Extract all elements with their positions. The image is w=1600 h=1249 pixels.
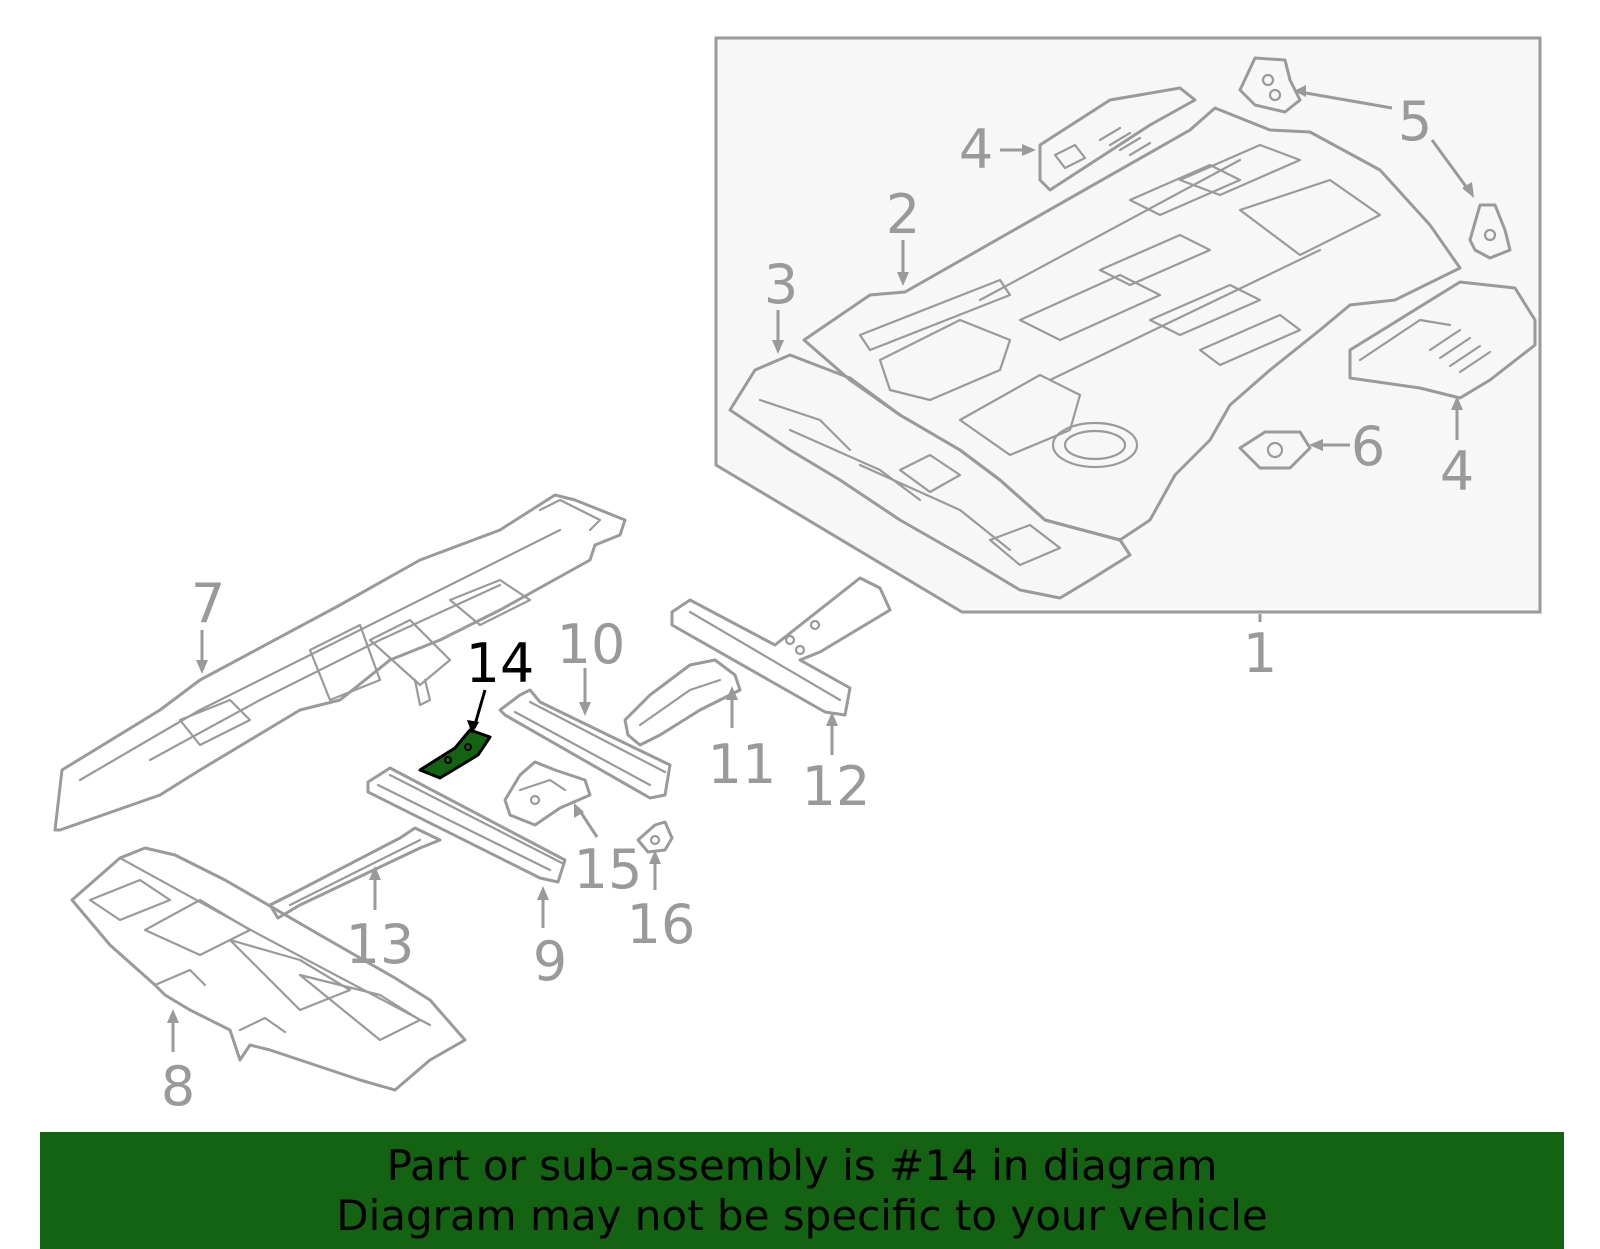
arrowhead-14 — [467, 720, 479, 734]
leader-5b — [1430, 139, 1472, 193]
callout-3: 3 — [764, 253, 798, 316]
part-15-bracket[interactable] — [503, 760, 592, 827]
part-6-plate[interactable] — [1238, 430, 1312, 470]
callout-5: 5 — [1398, 90, 1432, 153]
callout-6: 6 — [1351, 415, 1385, 478]
callout-11: 11 — [708, 733, 777, 796]
part-8-rear-rail[interactable] — [70, 846, 467, 1092]
callout-7: 7 — [191, 572, 225, 635]
info-banner: Part or sub-assembly is #14 in diagram D… — [40, 1132, 1564, 1249]
callout-12: 12 — [802, 755, 871, 818]
part-9-crossmember[interactable] — [366, 766, 567, 884]
leader-5a — [1299, 90, 1393, 110]
part-16-nut-plate[interactable] — [636, 820, 674, 854]
callout-1: 1 — [1243, 622, 1277, 685]
part-11-bracket[interactable] — [623, 658, 742, 747]
part-3-rear-panel[interactable] — [728, 353, 1132, 600]
banner-line-2: Diagram may not be specific to your vehi… — [336, 1190, 1268, 1240]
part-7-rail[interactable] — [53, 493, 627, 832]
part-5-bracket-upper[interactable] — [1238, 56, 1302, 114]
part-4-upper-extension[interactable] — [1038, 86, 1197, 192]
callout-4b: 4 — [1440, 440, 1474, 503]
parts-diagram: 1 2 3 4 4 5 6 7 8 9 10 11 12 13 14 15 16 — [53, 36, 1542, 1118]
arrowheads — [167, 85, 1474, 1023]
callout-4a: 4 — [959, 118, 993, 181]
callout-2: 2 — [886, 183, 920, 246]
part-2-floor-pan[interactable] — [802, 106, 1462, 542]
callout-9: 9 — [533, 930, 567, 993]
callout-16: 16 — [627, 893, 696, 956]
callout-10: 10 — [557, 613, 626, 676]
part-10-crossmember[interactable] — [498, 688, 672, 800]
part-13-bracket[interactable] — [268, 826, 442, 920]
part-14-bracket-highlighted[interactable] — [418, 728, 492, 780]
callout-14: 14 — [466, 632, 535, 695]
callout-15: 15 — [574, 838, 643, 901]
callout-13: 13 — [346, 913, 415, 976]
part-4-lower-extension[interactable] — [1348, 280, 1537, 400]
part-12-crossmember[interactable] — [670, 576, 892, 717]
part-5-bracket-lower[interactable] — [1468, 203, 1512, 260]
banner-line-1: Part or sub-assembly is #14 in diagram — [386, 1140, 1218, 1190]
callout-8: 8 — [161, 1055, 195, 1118]
